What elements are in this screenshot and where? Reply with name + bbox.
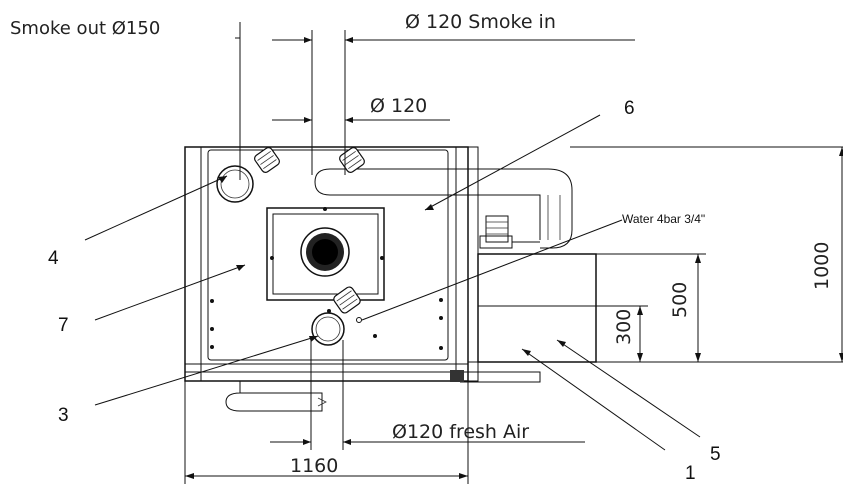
callout-3: 3 bbox=[58, 405, 69, 426]
callout-6: 6 bbox=[624, 98, 635, 119]
callout-1: 1 bbox=[685, 463, 696, 484]
side-module bbox=[450, 146, 597, 383]
height-total-dimension: 1000 bbox=[811, 242, 833, 290]
smoke-in-pipe bbox=[314, 147, 573, 249]
dimension-lines bbox=[184, 22, 843, 484]
water-note: Water 4bar 3/4" bbox=[622, 212, 705, 226]
height-mid-dimension: 500 bbox=[669, 282, 691, 318]
callout-4: 4 bbox=[48, 248, 59, 269]
smoke-outlet-pipe bbox=[216, 147, 280, 203]
smoke-out-label: Smoke out Ø150 bbox=[10, 18, 160, 39]
callout-7: 7 bbox=[58, 315, 69, 336]
fresh-air-pipe bbox=[225, 286, 361, 412]
water-connection bbox=[356, 317, 362, 323]
height-low-dimension: 300 bbox=[613, 309, 635, 345]
callout-5: 5 bbox=[710, 444, 721, 465]
leader-lines bbox=[84, 114, 701, 451]
fresh-air-label: Ø120 fresh Air bbox=[392, 421, 529, 443]
pipe-diameter-label: Ø 120 bbox=[370, 95, 427, 117]
width-dimension: 1160 bbox=[290, 455, 338, 477]
burner-plate bbox=[266, 207, 385, 301]
smoke-in-label: Ø 120 Smoke in bbox=[405, 11, 556, 33]
